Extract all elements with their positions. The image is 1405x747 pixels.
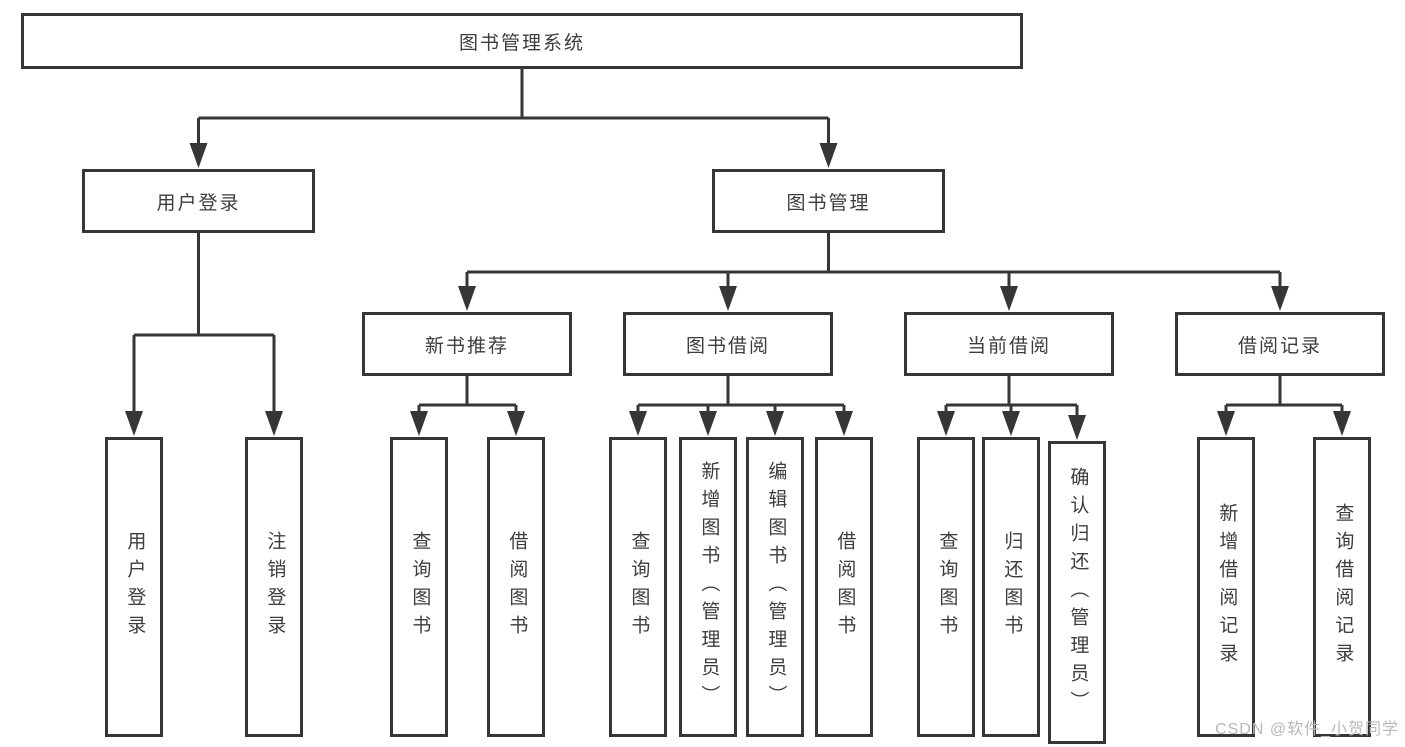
leaf-borrow-books-1: 借阅图书 — [487, 437, 545, 737]
node-label: 用户登录 — [156, 192, 241, 214]
csdn-watermark: CSDN @软件_小贺同学 — [1215, 721, 1399, 738]
node-label: 图书管理系统 — [458, 32, 585, 54]
node-label: 新书推荐 — [424, 335, 509, 357]
leaf-label: 查询借阅记录 — [1332, 503, 1354, 671]
leaf-label: 编辑图书（管理员） — [765, 461, 787, 713]
node-label: 当前借阅 — [966, 335, 1051, 357]
leaf-label: 用户登录 — [124, 531, 146, 643]
leaf-label: 借阅图书 — [506, 531, 528, 643]
leaf-query-borrow-record: 查询借阅记录 — [1313, 437, 1371, 737]
node-book-borrow: 图书借阅 — [623, 312, 833, 376]
arrowhead-icons — [125, 143, 1351, 440]
leaf-logout: 注销登录 — [245, 437, 303, 737]
leaf-query-books-3: 查询图书 — [917, 437, 975, 737]
leaf-borrow-books-2: 借阅图书 — [815, 437, 873, 737]
node-root-system: 图书管理系统 — [21, 13, 1023, 69]
connector-paths — [132, 69, 1344, 417]
leaf-label: 查询图书 — [936, 531, 958, 643]
leaf-return-books: 归还图书 — [982, 437, 1040, 737]
leaf-label: 注销登录 — [264, 531, 286, 643]
leaf-label: 借阅图书 — [834, 531, 856, 643]
leaf-query-books-2: 查询图书 — [609, 437, 667, 737]
leaf-add-books-admin: 新增图书（管理员） — [679, 437, 737, 737]
node-new-book-recommend: 新书推荐 — [362, 312, 572, 376]
node-borrow-record: 借阅记录 — [1175, 312, 1385, 376]
leaf-user-login: 用户登录 — [105, 437, 163, 737]
leaf-add-borrow-record: 新增借阅记录 — [1197, 437, 1255, 737]
node-current-borrow: 当前借阅 — [904, 312, 1114, 376]
node-label: 图书借阅 — [685, 335, 770, 357]
node-label: 借阅记录 — [1237, 335, 1322, 357]
leaf-label: 新增图书（管理员） — [698, 461, 720, 713]
leaf-confirm-return-admin: 确认归还（管理员） — [1048, 441, 1106, 744]
leaf-label: 查询图书 — [628, 531, 650, 643]
leaf-query-books-1: 查询图书 — [390, 437, 448, 737]
node-book-management: 图书管理 — [712, 169, 945, 233]
leaf-label: 确认归还（管理员） — [1067, 466, 1089, 719]
leaf-label: 新增借阅记录 — [1216, 503, 1238, 671]
leaf-label: 归还图书 — [1001, 531, 1023, 643]
node-label: 图书管理 — [786, 192, 871, 214]
leaf-edit-books-admin: 编辑图书（管理员） — [746, 437, 804, 737]
node-user-login: 用户登录 — [82, 169, 315, 233]
leaf-label: 查询图书 — [409, 531, 431, 643]
